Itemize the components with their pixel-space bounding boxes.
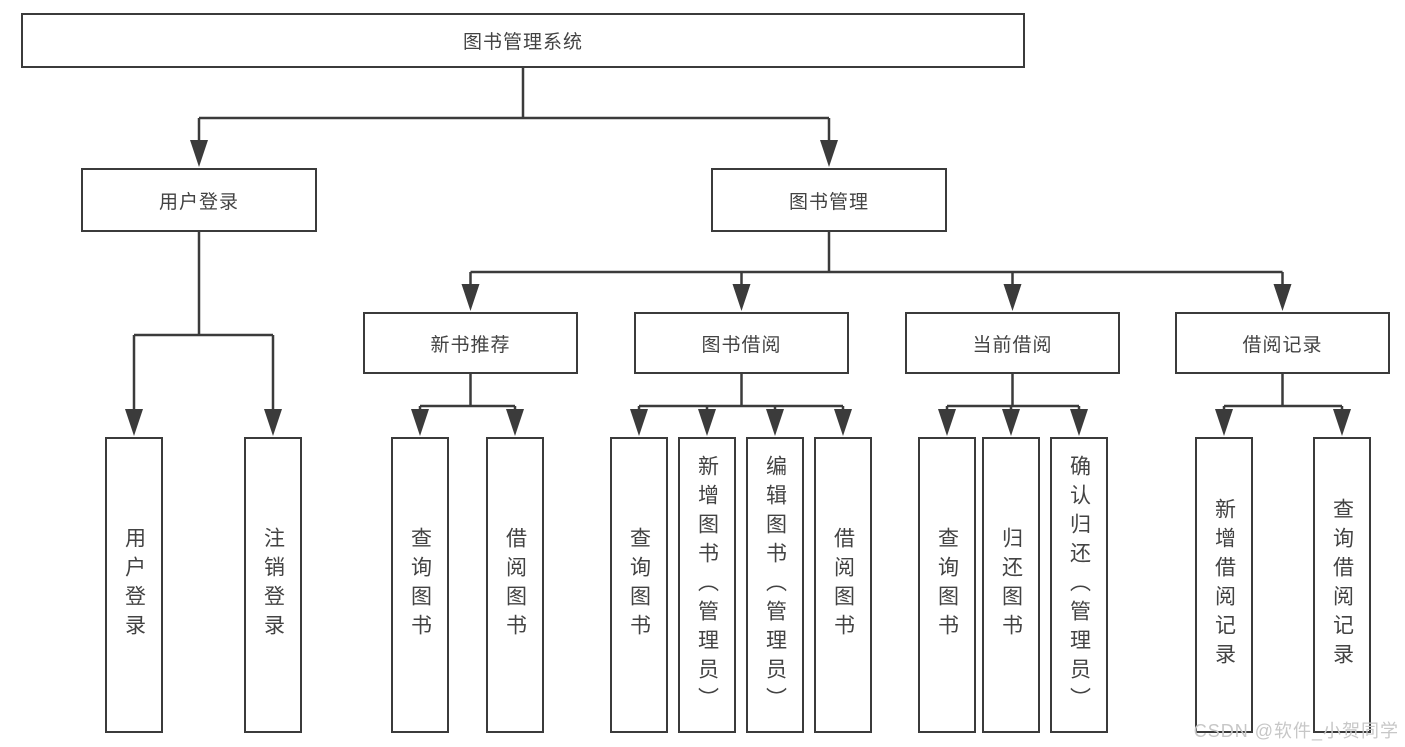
node-current-borrowing: 当前借阅 [905,312,1120,374]
leaf-borrowing-edit-books-admin: 编辑图书（管理员） [746,437,804,733]
leaf-newbooks-query-books: 查询图书 [391,437,449,733]
leaf-current-return-books: 归还图书 [982,437,1040,733]
leaf-borrowing-query-books: 查询图书 [610,437,668,733]
leaf-newbooks-borrow-books: 借阅图书 [486,437,544,733]
node-book-management: 图书管理 [711,168,947,232]
node-library-system: 图书管理系统 [21,13,1025,68]
leaf-current-confirm-return-admin: 确认归还（管理员） [1050,437,1108,733]
csdn-watermark: CSDN @软件_小贺同学 [1193,721,1399,741]
node-book-borrowing: 图书借阅 [634,312,849,374]
leaf-user-login: 用户登录 [105,437,163,733]
leaf-records-add-record: 新增借阅记录 [1195,437,1253,733]
leaf-borrowing-add-books-admin: 新增图书（管理员） [678,437,736,733]
leaf-borrowing-borrow-books: 借阅图书 [814,437,872,733]
node-user-login: 用户登录 [81,168,317,232]
node-borrowing-records: 借阅记录 [1175,312,1390,374]
leaf-logout: 注销登录 [244,437,302,733]
node-new-book-recommend: 新书推荐 [363,312,578,374]
leaf-current-query-books: 查询图书 [918,437,976,733]
leaf-records-query-record: 查询借阅记录 [1313,437,1371,733]
